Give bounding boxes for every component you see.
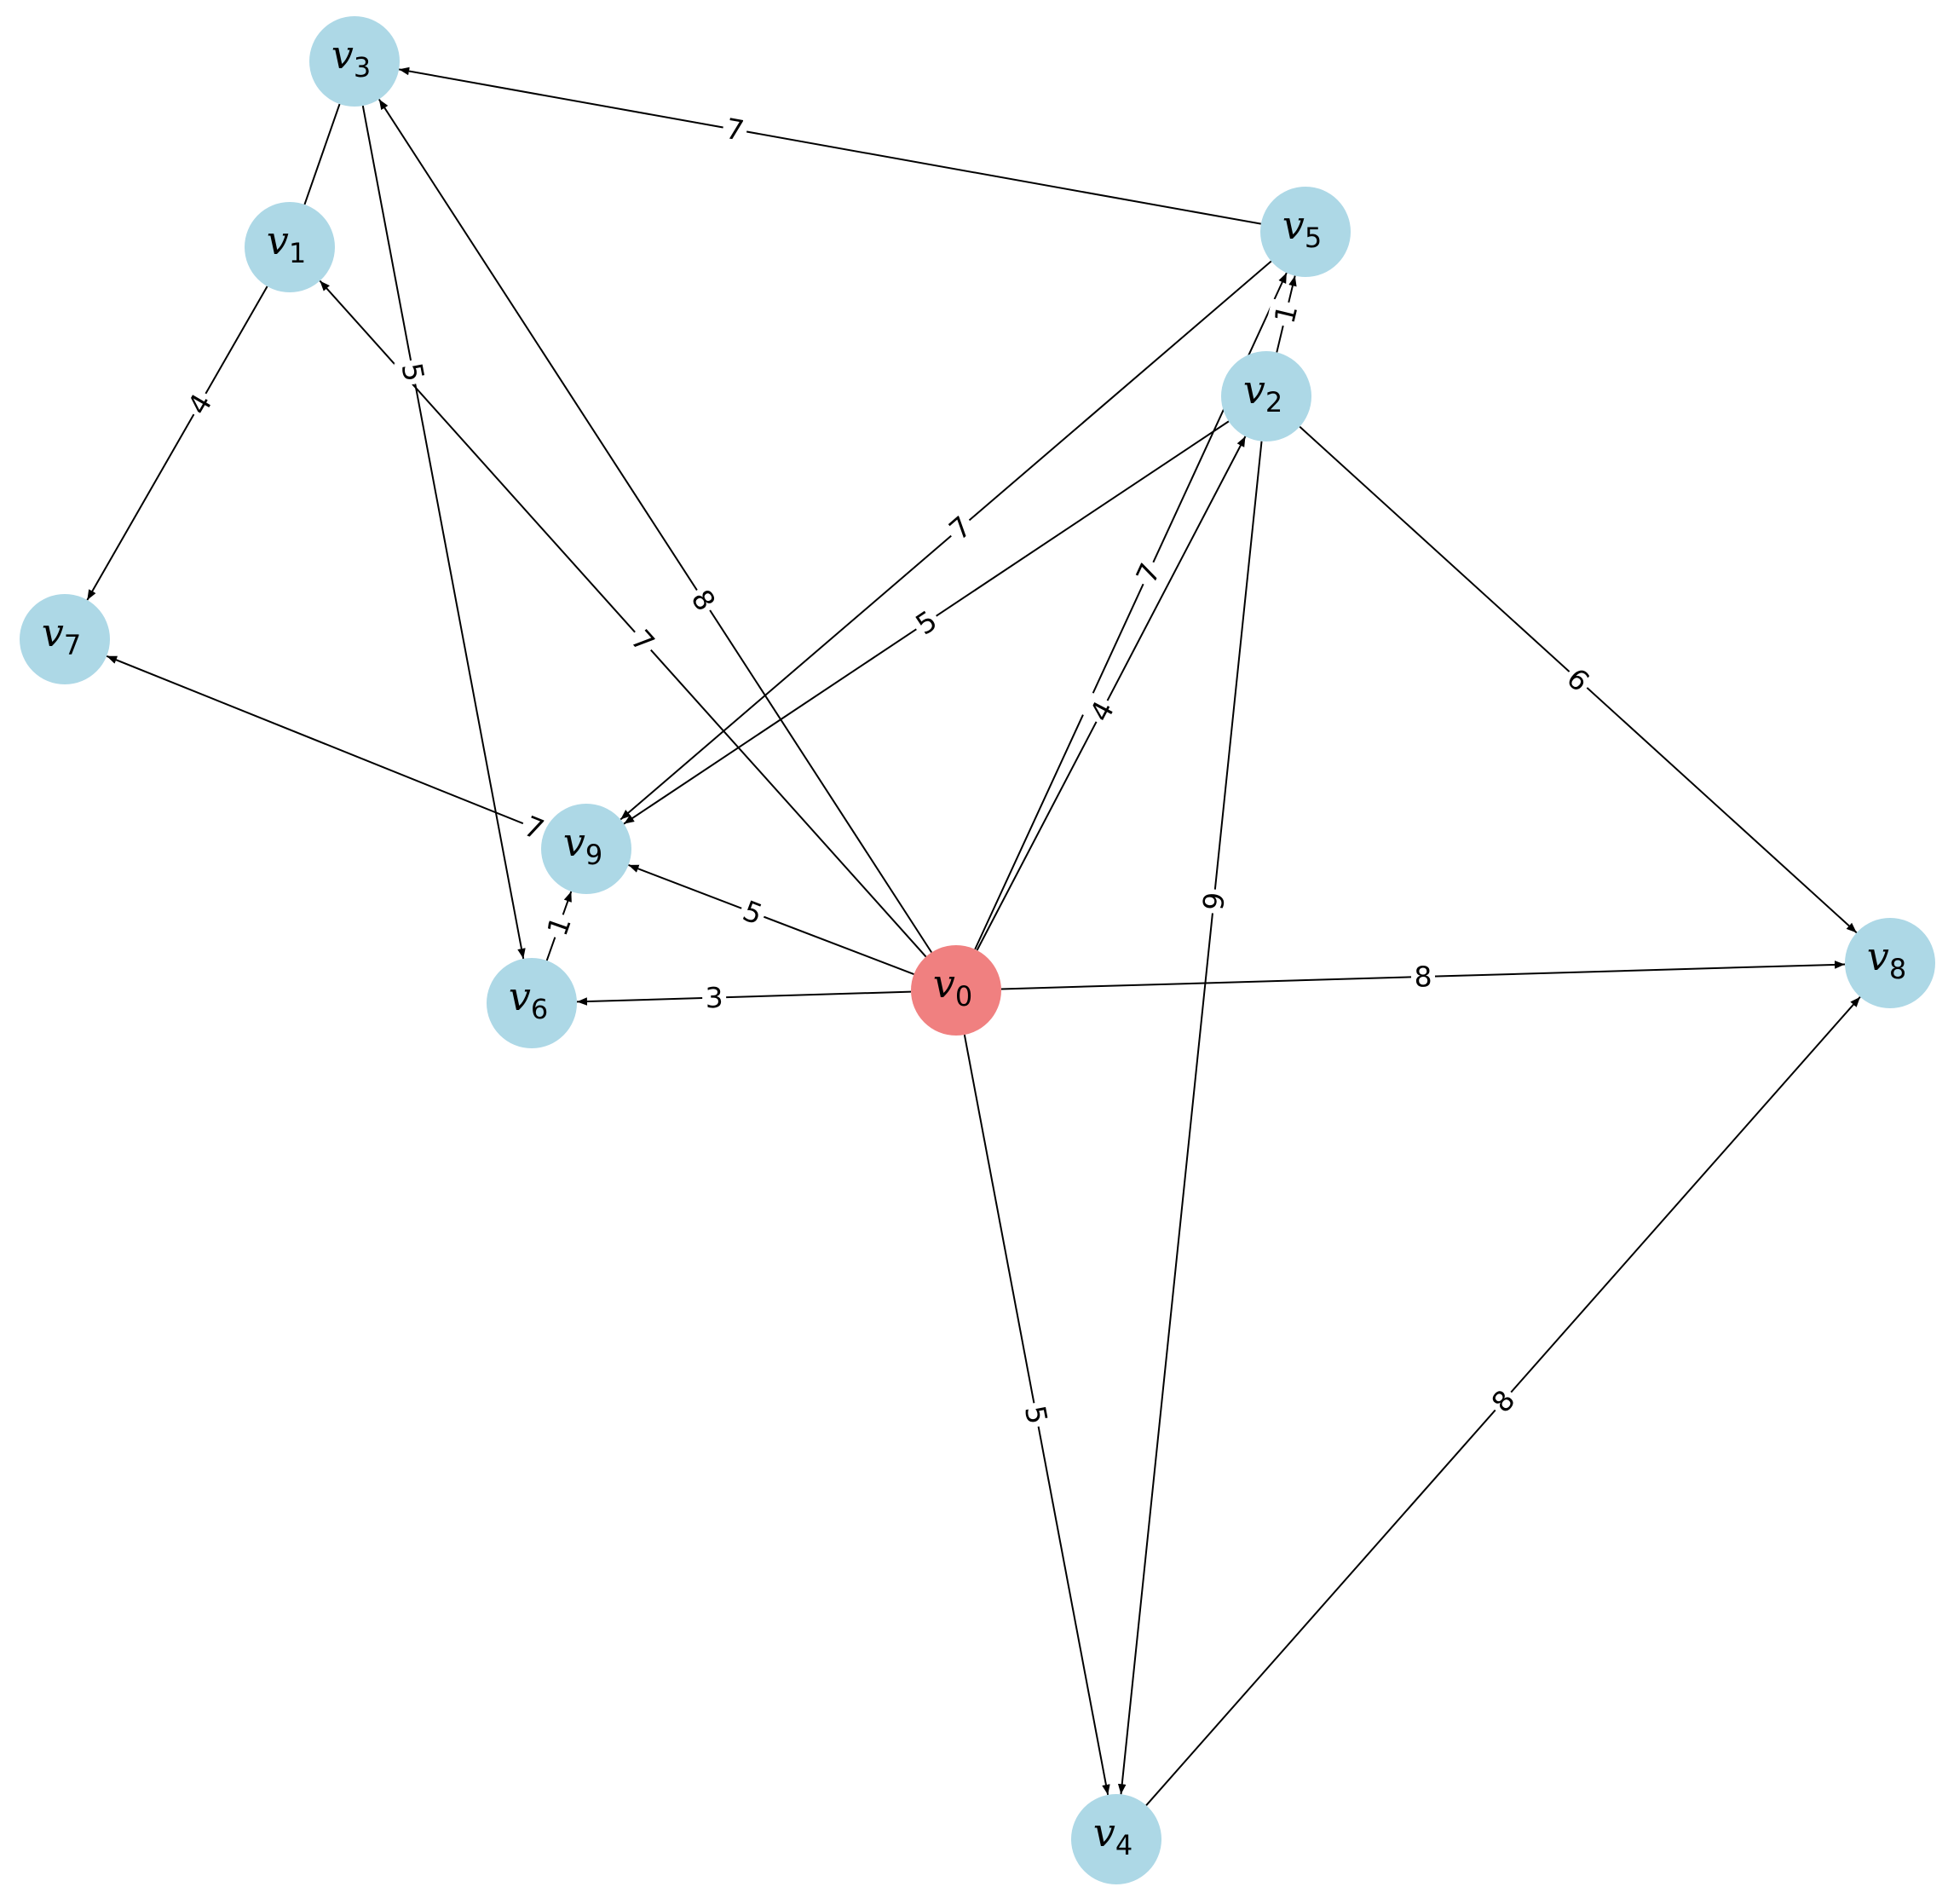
edge-label-background	[1558, 659, 1599, 701]
edge-label-v0-v1: 7	[622, 620, 664, 661]
node-v5: v5	[1260, 187, 1351, 277]
edge-weight: 3	[705, 981, 723, 1015]
node-v9: v9	[541, 804, 631, 894]
node-label-v8: v8	[1867, 933, 1906, 985]
node-circle-v6	[487, 958, 577, 1048]
edge-label-v0-v8: 8	[1410, 959, 1436, 995]
edge-label-v0-v2: 4	[1081, 692, 1123, 730]
edge-label-background	[622, 620, 664, 661]
node-circle-v0	[911, 945, 1001, 1036]
node-label-v0: v0	[933, 961, 972, 1013]
edge-label-background	[1017, 1399, 1056, 1430]
edge-label-v0-v9: 5	[735, 892, 770, 933]
edge-v3-v1	[303, 103, 341, 205]
edge-weight: 9	[1196, 891, 1231, 912]
node-v3: v3	[309, 16, 400, 107]
node-label-v3: v3	[331, 32, 371, 84]
node-label-v7: v7	[42, 609, 81, 661]
edge-label-background	[940, 507, 981, 549]
edge-label-v3-v6: 5	[394, 357, 432, 388]
node-label-v9: v9	[563, 819, 602, 871]
edge-label-background	[539, 909, 579, 943]
edge-v0-v2	[976, 436, 1247, 951]
edge-label-v6-v9: 1	[539, 909, 579, 943]
edge-label-v1-v7: 4	[179, 384, 221, 424]
edge-label-background	[179, 384, 221, 424]
node-circle-v2	[1221, 351, 1311, 441]
edge-label-background	[683, 580, 724, 620]
node-v1: v1	[245, 202, 335, 292]
edge-label-background	[735, 892, 770, 933]
node-label-v6: v6	[509, 973, 548, 1025]
edge-label-v4-v8: 8	[1482, 1381, 1524, 1422]
edge-v9-v7	[106, 655, 545, 834]
node-v6: v6	[487, 958, 577, 1048]
node-label-v4: v4	[1093, 1809, 1132, 1861]
node-circle-v4	[1071, 1794, 1161, 1884]
node-v7: v7	[20, 594, 110, 684]
edge-label-v2-v5: 1	[1266, 298, 1305, 330]
node-label-v2: v2	[1243, 366, 1282, 418]
edge-v0-v1	[319, 280, 927, 958]
edge-label-background	[701, 980, 727, 1015]
node-v8: v8	[1845, 918, 1935, 1008]
edge-label-v5-v3: 7	[720, 110, 750, 149]
edge-v0-v3	[377, 98, 933, 954]
node-circle-v5	[1260, 187, 1351, 277]
edge-label-v2-v4: 9	[1196, 887, 1232, 915]
edge-label-v0-v4: 5	[1017, 1399, 1056, 1430]
edge-label-background	[1127, 555, 1169, 591]
node-label-v1: v1	[267, 217, 306, 269]
edge-label-v5-v9: 7	[940, 507, 981, 549]
edge-label-background	[394, 357, 432, 388]
node-v4: v4	[1071, 1794, 1161, 1884]
edge-label-background	[907, 602, 946, 643]
edge-v5-v3	[398, 66, 1262, 225]
edge-label-v0-v3: 8	[683, 580, 724, 620]
edge-v5-v9	[620, 260, 1272, 821]
node-v0: v0	[911, 945, 1001, 1036]
edge-label-background	[1081, 692, 1123, 730]
node-circle-v8	[1845, 918, 1935, 1008]
edge-weight: 8	[1414, 960, 1432, 994]
edge-label-background	[1266, 298, 1305, 330]
edge-label-background	[720, 110, 750, 149]
edge-label-background	[1482, 1381, 1524, 1422]
edge-label-v0-v6: 3	[701, 980, 727, 1015]
edge-v0-v6	[576, 990, 912, 1006]
nodes-layer: v0 v1 v2 v3 v4 v5 v6 v7 v8 v9	[20, 16, 1935, 1884]
edge-label-background	[1196, 887, 1232, 915]
edge-v0-v9	[628, 864, 914, 975]
node-circle-v3	[309, 16, 400, 107]
edge-v3-v6	[361, 105, 526, 960]
node-label-v5: v5	[1282, 202, 1322, 254]
edge-label-background	[1410, 959, 1436, 995]
edge-label-v2-v9: 5	[907, 602, 946, 643]
edge-v2-v4	[1117, 441, 1263, 1795]
edge-v1-v7	[86, 286, 268, 601]
edges-layer	[86, 66, 1861, 1806]
node-circle-v9	[541, 804, 631, 894]
edge-label-v0-v5: 7	[1127, 555, 1169, 591]
node-circle-v7	[20, 594, 110, 684]
node-circle-v1	[245, 202, 335, 292]
edge-label-v2-v8: 6	[1558, 659, 1599, 701]
node-v2: v2	[1221, 351, 1311, 441]
